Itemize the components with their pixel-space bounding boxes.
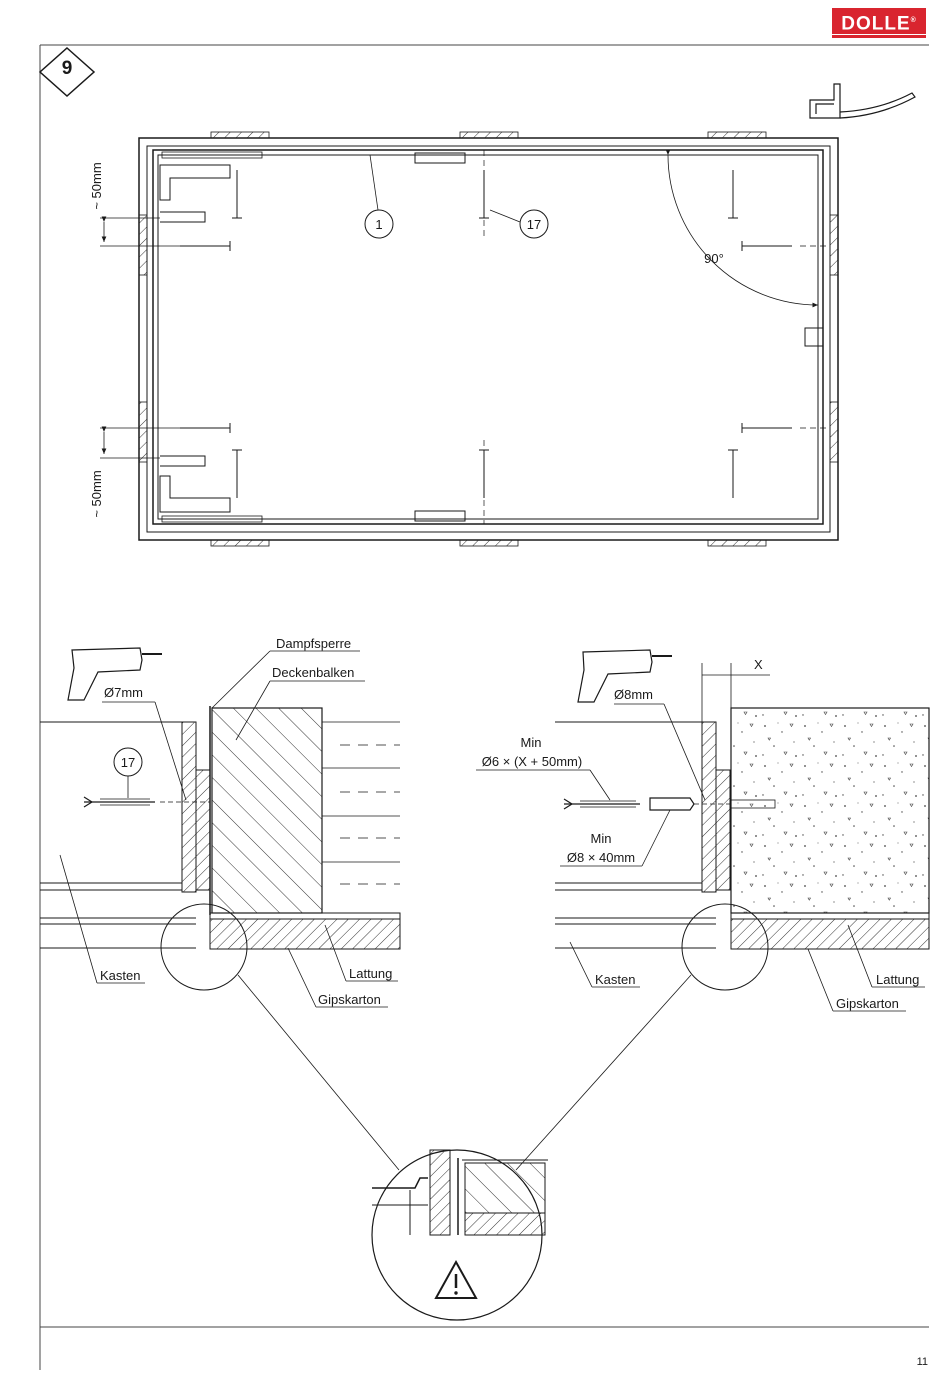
screw-spec: Ø6 × (X + 50mm) (482, 754, 582, 769)
screws-top-row (232, 170, 738, 219)
drill-icon-right (577, 649, 672, 703)
warning-triangle-icon (434, 1259, 478, 1299)
dolle-logo: DOLLE® (832, 8, 926, 34)
plug-min-label: Min (591, 831, 612, 846)
top-view-drawing (100, 131, 839, 547)
brand-name: DOLLE (841, 13, 911, 35)
dim-bottom-label: ~ 50mm (89, 470, 104, 517)
label-kasten-right: Kasten (595, 972, 635, 987)
label-deckenbalken: Deckenbalken (272, 665, 354, 680)
right-section-drawing (476, 649, 930, 1012)
left-section-drawing (40, 647, 401, 1008)
screw-min-label: Min (521, 735, 542, 750)
label-gipskarton-left: Gipskarton (318, 992, 381, 1007)
page-number: 11 (916, 1356, 928, 1368)
label-dampfsperre: Dampfsperre (276, 636, 351, 651)
plug-spec: Ø8 × 40mm (567, 850, 635, 865)
drill-icon-left (67, 647, 162, 701)
drill-dia-left: Ø7mm (104, 685, 143, 700)
callout-frame: 1 (375, 217, 382, 232)
label-lattung-right: Lattung (876, 972, 919, 987)
angle-label: 90° (704, 251, 724, 266)
dim-x-label: X (754, 657, 763, 672)
logo-underline (832, 35, 926, 38)
step-number: 9 (61, 58, 73, 79)
callout-screw-left: 17 (121, 755, 135, 770)
screws-bottom-row (232, 449, 738, 498)
label-lattung-left: Lattung (349, 966, 392, 981)
page-frame (39, 44, 929, 1370)
screw-left (83, 796, 210, 808)
screw-and-plug-right (563, 797, 776, 811)
detail-magnifier (237, 974, 692, 1321)
callout-screw-top: 17 (527, 217, 541, 232)
screws-side (180, 241, 792, 433)
drill-dia-right: Ø8mm (614, 687, 653, 702)
label-gipskarton-right: Gipskarton (836, 996, 899, 1011)
profile-section-icon (809, 83, 916, 119)
brand-mark: ® (910, 17, 917, 24)
dim-top-label: ~ 50mm (89, 162, 104, 209)
step-diamond (38, 46, 96, 98)
label-kasten-left: Kasten (100, 968, 140, 983)
